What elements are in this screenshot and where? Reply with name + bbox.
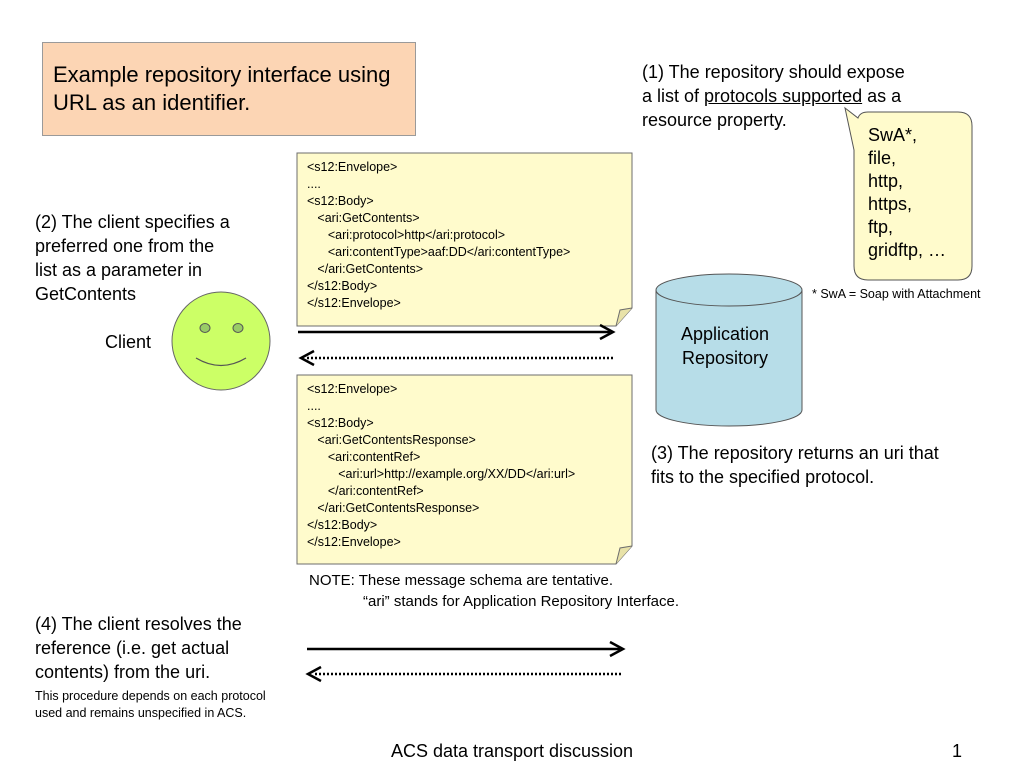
xml-line: <ari:GetContentsResponse> bbox=[307, 433, 476, 447]
response-dotted-arrow bbox=[298, 349, 613, 367]
xml-line: <ari:protocol>http</ari:protocol> bbox=[307, 228, 506, 242]
xml-line: </s12:Envelope> bbox=[307, 535, 401, 549]
repository-cylinder bbox=[655, 273, 803, 427]
step4-small-text: This procedure depends on each protocol … bbox=[35, 688, 266, 722]
title-box: Example repository interface using URL a… bbox=[42, 42, 416, 136]
protocols-supported-link: protocols supported bbox=[704, 86, 863, 106]
step4-line: (4) The client resolves the bbox=[35, 614, 242, 634]
swa-footnote: * SwA = Soap with Attachment bbox=[812, 287, 981, 301]
note-line: NOTE: These message schema are tentative… bbox=[309, 572, 614, 589]
step1-line2-pre: a list of bbox=[642, 86, 705, 106]
xml-line: .... bbox=[307, 177, 321, 191]
client-label: Client bbox=[105, 332, 152, 352]
protocol-item: https, bbox=[868, 194, 913, 214]
step2-line: GetContents bbox=[35, 284, 137, 304]
xml-line: </s12:Envelope> bbox=[307, 296, 401, 310]
repository-label: Application Repository bbox=[655, 322, 795, 370]
step3-line: fits to the specified protocol. bbox=[651, 467, 875, 487]
repository-label-line: Application bbox=[680, 324, 770, 344]
response-message: <s12:Envelope> .... <s12:Body> <ari:GetC… bbox=[297, 375, 631, 555]
xml-line: <s12:Envelope> bbox=[307, 160, 398, 174]
step1-line3: resource property. bbox=[642, 110, 787, 130]
protocol-item: file, bbox=[868, 148, 897, 168]
xml-line: </ari:contentRef> bbox=[307, 484, 424, 498]
resolve-arrow bbox=[307, 640, 626, 658]
request-arrow bbox=[298, 323, 616, 341]
step2-line: (2) The client specifies a bbox=[35, 212, 230, 232]
step3-line: (3) The repository returns an uri that bbox=[651, 443, 939, 463]
xml-line: </s12:Body> bbox=[307, 518, 378, 532]
protocol-item: gridftp, … bbox=[868, 240, 947, 260]
xml-line: <ari:contentType>aaf:DD</ari:contentType… bbox=[307, 245, 571, 259]
xml-line: <ari:url>http://example.org/XX/DD</ari:u… bbox=[307, 467, 576, 481]
step2-text: (2) The client specifies a preferred one… bbox=[35, 210, 230, 306]
repository-label-line: Repository bbox=[681, 348, 769, 368]
request-note-fold bbox=[615, 307, 633, 327]
protocol-item: ftp, bbox=[868, 217, 894, 237]
xml-line: <s12:Body> bbox=[307, 194, 374, 208]
step2-line: list as a parameter in bbox=[35, 260, 203, 280]
request-message: <s12:Envelope> .... <s12:Body> <ari:GetC… bbox=[297, 153, 627, 313]
page-title: Example repository interface using URL a… bbox=[53, 62, 391, 115]
xml-line: </ari:GetContents> bbox=[307, 262, 424, 276]
client-smiley-face bbox=[171, 291, 271, 391]
xml-line: <ari:contentRef> bbox=[307, 450, 421, 464]
step4-small-line: This procedure depends on each protocol bbox=[35, 689, 266, 703]
step4-line: reference (i.e. get actual bbox=[35, 638, 230, 658]
footer-title: ACS data transport discussion bbox=[390, 741, 634, 761]
step1-line2: a list of protocols supported as a bbox=[642, 84, 905, 108]
step1-line2-post: as a bbox=[862, 86, 902, 106]
xml-line: </s12:Body> bbox=[307, 279, 378, 293]
contents-dotted-arrow bbox=[305, 665, 623, 683]
step3-text: (3) The repository returns an uri that f… bbox=[651, 441, 939, 489]
step1-line1: (1) The repository should expose bbox=[642, 62, 905, 82]
xml-line: .... bbox=[307, 399, 321, 413]
protocol-item: http, bbox=[868, 171, 904, 191]
protocol-item: SwA*, bbox=[868, 125, 918, 145]
protocol-callout-bubble bbox=[844, 106, 973, 281]
schema-note: NOTE: These message schema are tentative… bbox=[309, 570, 679, 612]
step1-text: (1) The repository should expose a list … bbox=[642, 60, 905, 132]
step4-line: contents) from the uri. bbox=[35, 662, 211, 682]
xml-line: <ari:GetContents> bbox=[307, 211, 420, 225]
xml-line: </ari:GetContentsResponse> bbox=[307, 501, 480, 515]
step4-text: (4) The client resolves the reference (i… bbox=[35, 612, 242, 684]
step4-small-line: used and remains unspecified in ACS. bbox=[35, 706, 247, 720]
note-line: “ari” stands for Application Repository … bbox=[363, 593, 679, 610]
protocol-list: SwA*, file, http, https, ftp, gridftp, … bbox=[868, 124, 946, 262]
response-note-fold bbox=[615, 545, 633, 565]
xml-line: <s12:Envelope> bbox=[307, 382, 398, 396]
xml-line: <s12:Body> bbox=[307, 416, 374, 430]
page-number: 1 bbox=[952, 741, 963, 761]
step2-line: preferred one from the bbox=[35, 236, 215, 256]
